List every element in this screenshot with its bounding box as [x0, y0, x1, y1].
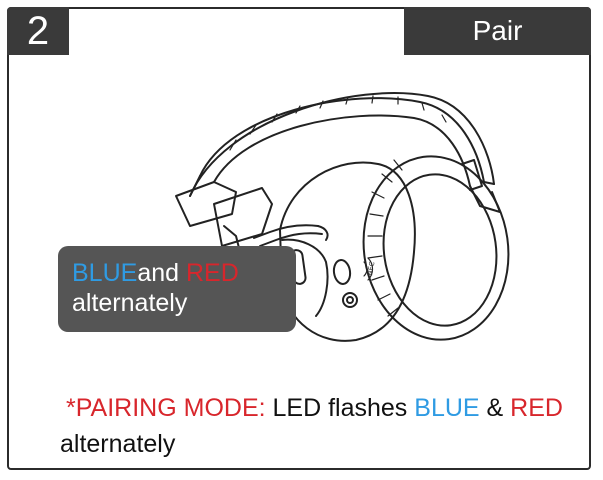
step-number: 2	[26, 8, 50, 53]
caption-color-blue: BLUE	[414, 394, 480, 422]
caption-ampersand: &	[486, 394, 504, 422]
callout-line-2: alternately	[72, 289, 188, 317]
earcup-cushion	[362, 155, 510, 341]
callout-color-blue: BLUE	[72, 259, 138, 287]
instruction-card	[7, 7, 591, 470]
headband-inner	[213, 114, 471, 187]
caption-line-2: alternately	[60, 430, 176, 459]
svg-text:NFC: NFC	[366, 261, 376, 276]
title-banner: Pair	[404, 7, 591, 55]
callout-conjunction: and	[137, 259, 180, 287]
step-number-badge: 2	[7, 7, 69, 55]
page-title: Pair	[472, 15, 523, 46]
headband-outer	[199, 97, 485, 183]
caption-line-1: *PAIRING MODE: LED flashes BLUE & RED	[60, 390, 580, 426]
audio-jack	[342, 292, 358, 308]
pairing-mode-label: *PAIRING MODE:	[66, 394, 266, 422]
caption-color-red: RED	[510, 394, 563, 422]
callout-color-red: RED	[185, 259, 239, 287]
left-earcup	[175, 181, 237, 227]
pairing-caption: *PAIRING MODE: LED flashes BLUE & RED al…	[60, 390, 580, 463]
callout-line-1: BLUEand RED	[72, 258, 282, 288]
caption-text: LED flashes	[272, 394, 408, 422]
led-callout: BLUEand RED alternately	[58, 246, 296, 332]
power-button	[332, 259, 352, 285]
right-earcup	[279, 161, 416, 342]
